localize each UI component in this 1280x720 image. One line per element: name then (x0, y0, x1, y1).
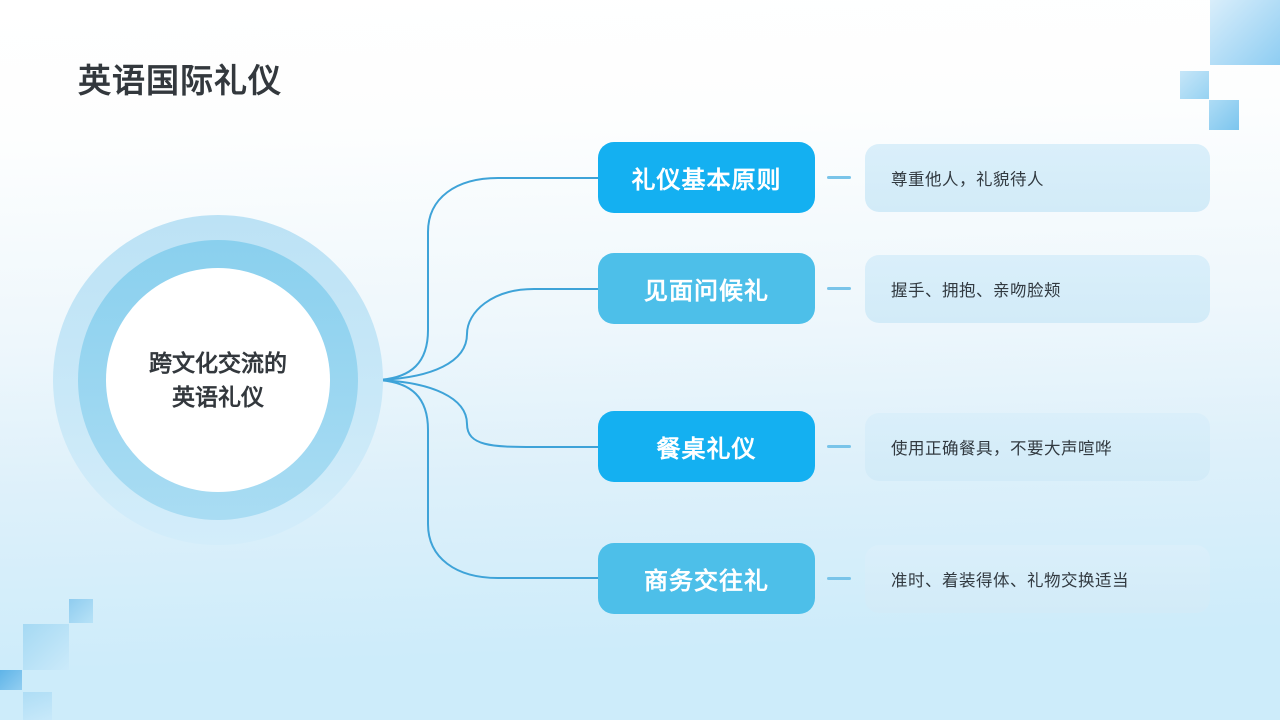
branch-node-basic-principles: 礼仪基本原则 (598, 142, 815, 213)
branch-row-4: 商务交往礼 准时、着装得体、礼物交换适当 (598, 543, 1210, 614)
center-topic-node: 跨文化交流的 英语礼仪 (106, 268, 330, 492)
center-topic-outer-ring: 跨文化交流的 英语礼仪 (53, 215, 383, 545)
branch-node-business-etiquette: 商务交往礼 (598, 543, 815, 614)
branch-node-greeting-etiquette: 见面问候礼 (598, 253, 815, 324)
slide-title: 英语国际礼仪 (78, 62, 282, 99)
branch-node-table-manners: 餐桌礼仪 (598, 411, 815, 482)
branch-node-label: 餐桌礼仪 (656, 436, 757, 463)
decor-square-bottom-left-large (23, 624, 69, 670)
branch-description-text: 握手、拥抱、亲吻脸颊 (891, 281, 1061, 300)
branch-description-text: 使用正确餐具，不要大声喧哗 (891, 439, 1112, 458)
branch-node-label: 商务交往礼 (644, 568, 769, 595)
branch-description-box-2: 握手、拥抱、亲吻脸颊 (865, 254, 1210, 323)
branch-row-1: 礼仪基本原则 尊重他人，礼貌待人 (598, 142, 1210, 213)
center-topic-mid-ring: 跨文化交流的 英语礼仪 (78, 240, 358, 520)
branch-description-box-1: 尊重他人，礼貌待人 (865, 143, 1210, 212)
center-topic-text-line2: 英语礼仪 (172, 384, 264, 410)
branch-description-text: 尊重他人，礼貌待人 (891, 170, 1044, 189)
branch-description-box-3: 使用正确餐具，不要大声喧哗 (865, 412, 1210, 481)
center-topic-text-line1: 跨文化交流的 (149, 350, 287, 376)
branch-dash-connector-3 (827, 445, 851, 448)
decor-square-bottom-left-small-1 (69, 599, 93, 623)
branch-row-3: 餐桌礼仪 使用正确餐具，不要大声喧哗 (598, 411, 1210, 482)
branch-dash-connector-2 (827, 287, 851, 290)
branch-node-label: 礼仪基本原则 (631, 167, 782, 194)
branch-row-2: 见面问候礼 握手、拥抱、亲吻脸颊 (598, 253, 1210, 324)
decor-square-bottom-left-small-2 (0, 670, 22, 690)
branch-node-label: 见面问候礼 (644, 278, 769, 305)
branch-dash-connector-1 (827, 176, 851, 179)
branch-description-box-4: 准时、着装得体、礼物交换适当 (865, 544, 1210, 613)
branch-dash-connector-4 (827, 577, 851, 580)
decor-square-bottom-left-small-3 (23, 692, 52, 720)
branch-description-text: 准时、着装得体、礼物交换适当 (891, 571, 1129, 590)
decor-square-top-right-small-1 (1180, 71, 1209, 99)
decor-square-top-right-large (1210, 0, 1280, 65)
decor-square-top-right-small-2 (1209, 100, 1239, 130)
